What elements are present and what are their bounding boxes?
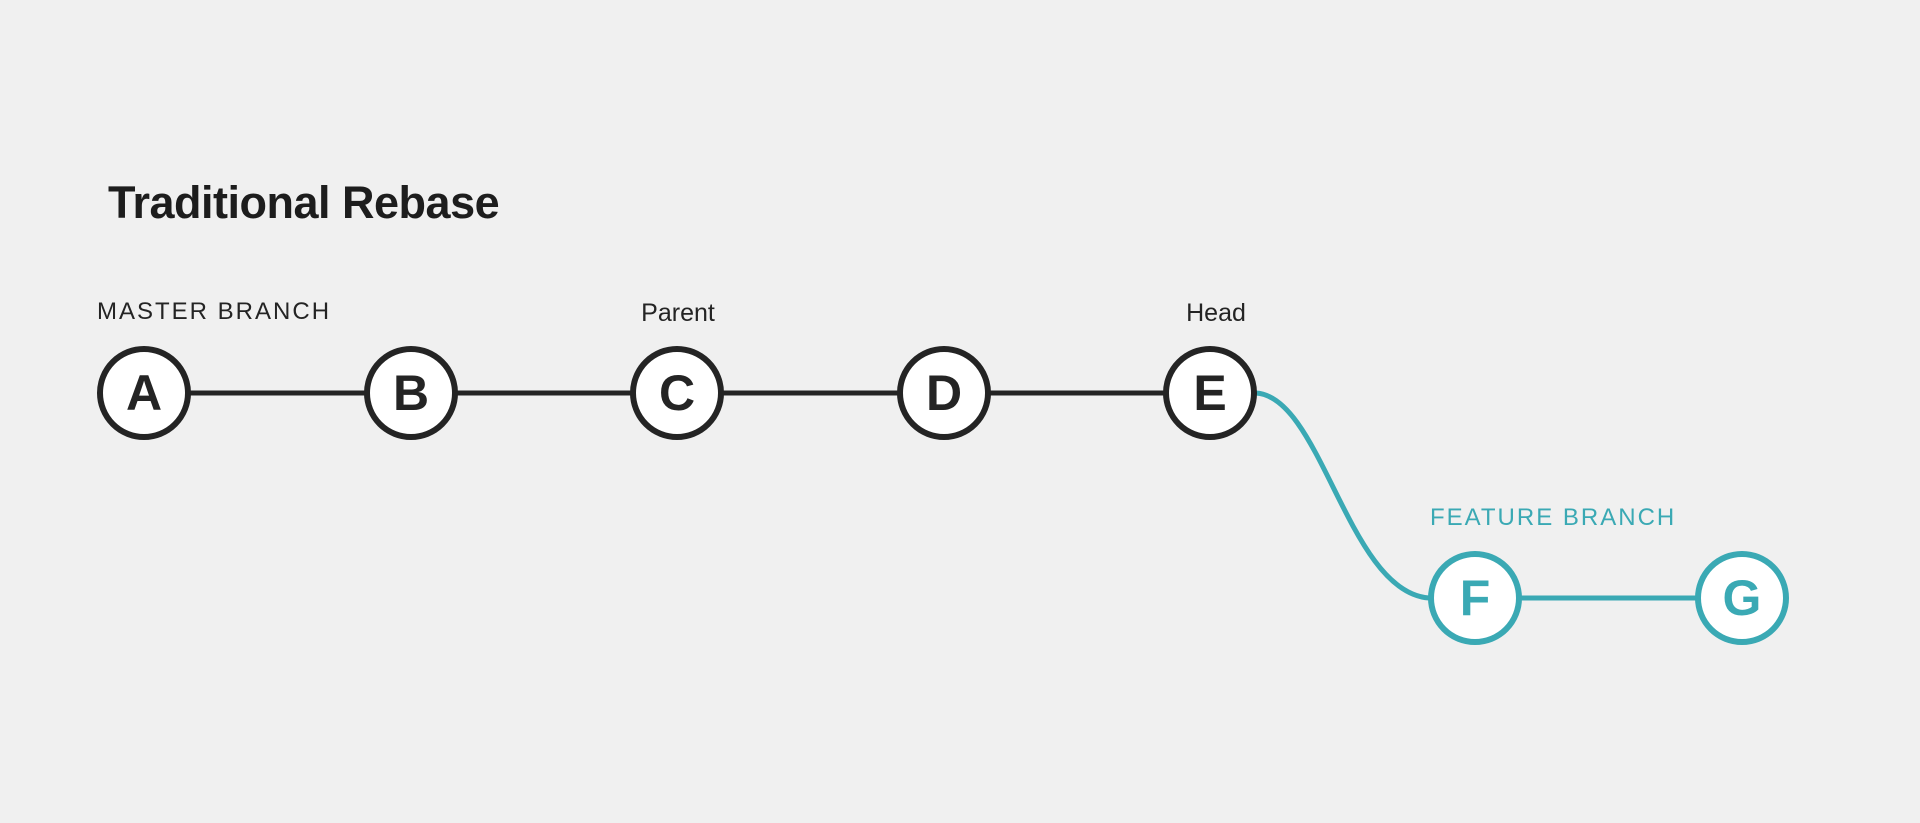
commit-node-d: D [897, 346, 991, 440]
commit-node-e: E [1163, 346, 1257, 440]
commit-node-g: G [1695, 551, 1789, 645]
commit-label-b: B [392, 365, 430, 421]
commit-node-a: A [97, 346, 191, 440]
head-annotation: Head [1186, 299, 1246, 327]
commit-node-b: B [364, 346, 458, 440]
commit-label-e: E [1193, 365, 1227, 421]
parent-annotation: Parent [641, 299, 715, 327]
commit-node-c: C [630, 346, 724, 440]
commit-label-a: A [125, 365, 163, 421]
feature-branch-label: FEATURE BRANCH [1430, 504, 1677, 531]
commit-node-f: F [1428, 551, 1522, 645]
rebase-curve-e-to-f [1253, 390, 1432, 601]
commit-label-c: C [658, 365, 696, 421]
master-branch-label: MASTER BRANCH [97, 298, 332, 325]
diagram-title: Traditional Rebase [108, 177, 500, 228]
commit-label-d: D [925, 365, 963, 421]
commit-label-f: F [1459, 570, 1491, 626]
commit-label-g: G [1722, 570, 1762, 626]
